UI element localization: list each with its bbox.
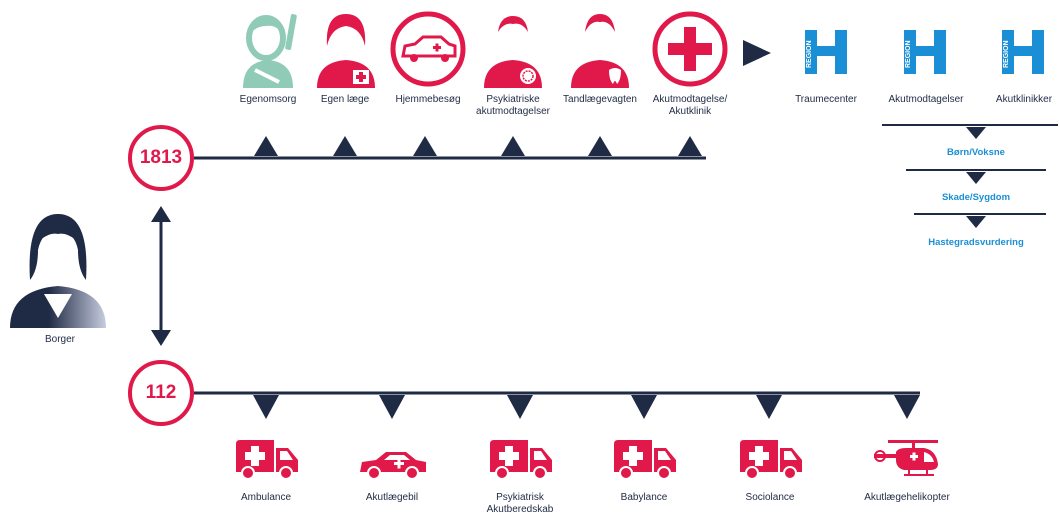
number-112-badge: 112	[128, 360, 194, 426]
ambulance-icon	[236, 440, 298, 480]
helicopter-icon	[874, 440, 938, 476]
sociolance-icon	[740, 440, 802, 480]
psychiatric-ambulance-icon	[490, 440, 552, 480]
region-logo-icon: REGION	[1002, 30, 1044, 74]
doctor-female-icon	[317, 14, 375, 88]
citizen-person-icon	[10, 214, 106, 328]
emergency-doctor-car-icon	[360, 452, 426, 480]
service-label: Tandlægevagten	[563, 94, 637, 105]
region-logo-icon: REGION	[904, 30, 946, 74]
babylance-icon	[614, 440, 676, 480]
triage-label: Børn/Voksne	[947, 147, 1005, 158]
triage-label: Skade/Sygdom	[941, 192, 1011, 203]
service-label: Ambulance	[240, 492, 292, 503]
service-label: Psykiatrisk Akutberedskab	[486, 492, 554, 515]
citizen-label: Borger	[44, 334, 76, 345]
self-care-nurse-icon	[243, 14, 297, 88]
dentist-icon	[571, 14, 629, 88]
region-label: Akutklinikker	[995, 94, 1053, 105]
red-cross-icon	[652, 11, 728, 87]
service-label: Egen læge	[320, 94, 370, 105]
service-label: Sociolance	[745, 492, 795, 503]
psychiatry-doctor-icon	[484, 16, 542, 88]
region-logo-icon: REGION	[805, 30, 847, 74]
svg-text:REGION: REGION	[1003, 40, 1010, 68]
arrow-right-icon	[743, 40, 771, 66]
number-1813-badge: 1813	[128, 125, 194, 191]
service-label: Psykiatriske akutmodtagelser	[476, 94, 550, 117]
svg-text:REGION: REGION	[905, 40, 912, 68]
service-label: Babylance	[620, 492, 668, 503]
home-visit-car-icon	[390, 11, 466, 87]
service-label: Akutlægehelikopter	[864, 492, 950, 503]
service-label: Akutmodtagelse/ Akutklinik	[652, 94, 728, 117]
service-label: Hjemmebesøg	[395, 94, 461, 105]
service-label: Akutlægebil	[365, 492, 419, 503]
region-label: Traumecenter	[795, 94, 857, 105]
svg-text:REGION: REGION	[806, 40, 813, 68]
region-label: Akutmodtagelser	[888, 94, 964, 105]
service-label: Egenomsorg	[239, 94, 297, 105]
triage-label: Hastegradsvurdering	[928, 237, 1024, 248]
